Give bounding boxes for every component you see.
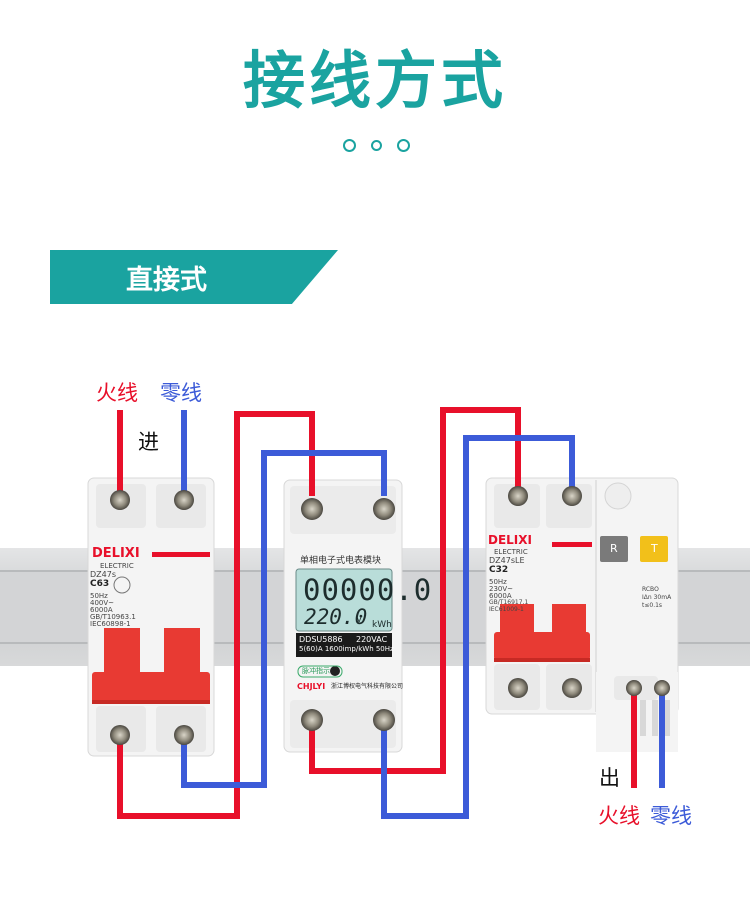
left-breaker-spec: IEC60898-1 — [90, 620, 131, 628]
terminal-screws — [110, 486, 670, 745]
section-label: 直接式 — [126, 265, 207, 296]
reset-button-label: R — [610, 542, 618, 555]
left-breaker-brand-sub: ELECTRIC — [100, 562, 134, 570]
meter-pulse-label: 脉冲指示 — [302, 667, 330, 675]
right-breaker-spec: IEC61009-1 — [489, 606, 524, 613]
meter-company: 浙江博权电气科技有限公司 — [331, 683, 404, 690]
incoming-live-label: 火线 — [96, 381, 138, 405]
outgoing-live-label: 火线 — [598, 804, 640, 828]
neutral-breaker-to-meter-wire — [181, 450, 387, 788]
meter-title: 单相电子式电表模块 — [300, 556, 382, 566]
right-breaker-brand-sub: ELECTRIC — [494, 548, 528, 556]
meter-brand: CHJLYI — [297, 682, 326, 691]
dot-icon — [371, 140, 382, 151]
section-banner — [50, 250, 338, 304]
left-breaker-spec: GB/T10963.1 — [90, 613, 136, 621]
right-breaker-rating: C32 — [489, 565, 509, 575]
meter-reading: 00000.0 — [303, 573, 433, 607]
left-breaker-spec: 6000A — [90, 606, 113, 614]
wires — [117, 407, 665, 819]
energy-meter — [283, 479, 403, 753]
left-breaker-brand: DELIXI — [92, 546, 140, 561]
right-breaker-spec: 6000A — [489, 592, 512, 600]
right-breaker-model: DZ47sLE — [489, 556, 525, 565]
test-button-label: T — [651, 542, 658, 555]
meter-voltage: 220.0 — [304, 605, 368, 629]
live-breaker-to-meter-wire — [117, 411, 315, 819]
dot-icon — [397, 139, 410, 152]
meter-voltage-unit: V — [356, 615, 363, 625]
dot-icon — [343, 139, 356, 152]
left-breaker-rating: C63 — [90, 579, 110, 589]
right-breaker-spec: GB/T16917.1 — [489, 599, 529, 606]
right-breaker — [485, 477, 679, 752]
meter-spec-line: 5(60)A 1600imp/kWh 50Hz — [299, 645, 394, 653]
left-breaker-model: DZ47s — [90, 570, 116, 579]
neutral-meter-to-rcbo-wire — [381, 435, 575, 819]
left-breaker-spec: 400V~ — [90, 599, 115, 607]
outgoing-label: 出 — [599, 766, 620, 790]
rcd-spec: t≤0.1s — [642, 602, 663, 609]
right-breaker-spec: 50Hz — [489, 578, 507, 586]
rcd-spec: RCBO — [642, 586, 659, 593]
page-title: 接线方式 — [242, 44, 507, 117]
right-breaker-spec: 230V~ — [489, 585, 514, 593]
right-breaker-brand: DELIXI — [488, 533, 532, 547]
rcd-spec: IΔn 30mA — [642, 594, 672, 601]
meter-rated-voltage: 220VAC — [356, 635, 388, 644]
live-meter-to-rcbo-wire — [309, 407, 521, 774]
outgoing-neutral-label: 零线 — [650, 804, 692, 828]
meter-energy-unit: kWh — [372, 620, 392, 630]
left-breaker-spec: 50Hz — [90, 592, 108, 600]
title-dots-decoration — [340, 139, 410, 153]
incoming-label: 进 — [138, 430, 159, 454]
incoming-neutral-label: 零线 — [160, 381, 202, 405]
meter-model: DDSU5886 — [299, 635, 343, 644]
